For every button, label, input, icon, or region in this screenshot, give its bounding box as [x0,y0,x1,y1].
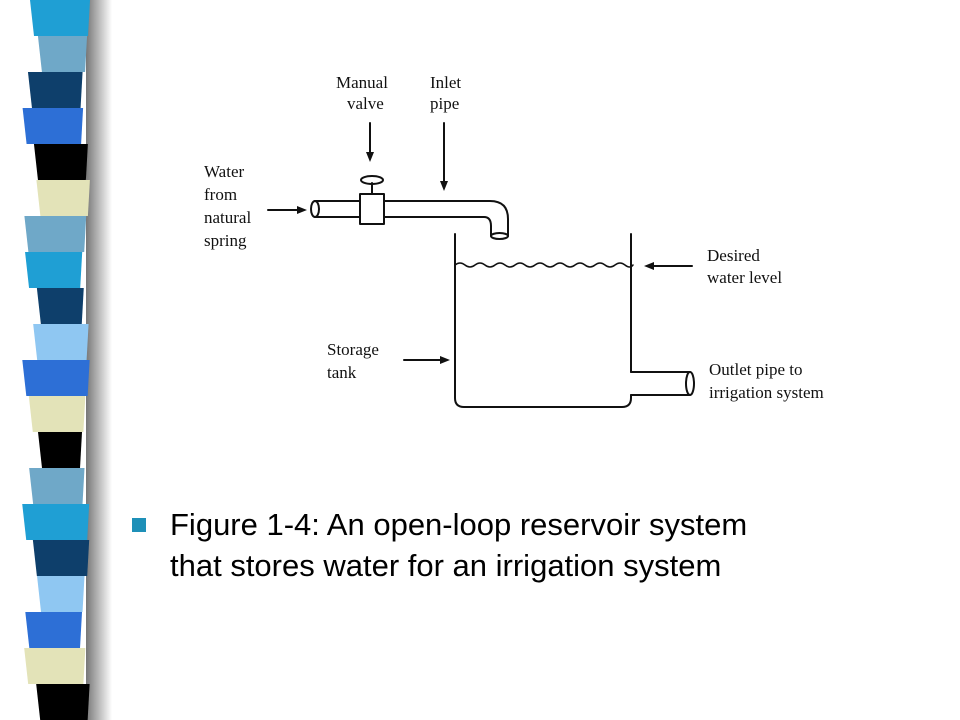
bullet-square-icon [132,518,146,532]
stripe-segment [36,684,90,720]
decorative-stripe-bar [22,0,112,720]
stripe-segment [25,612,83,648]
label-storage-tank: Storage tank [327,340,383,382]
outlet-pipe-end [685,371,695,396]
stripe-segment [36,180,90,216]
caption-line-2: that stores water for an irrigation syst… [170,548,722,583]
storage-tank [454,233,632,408]
stripe-segment [33,144,88,180]
stripe-segment [22,504,90,540]
figure-caption: Figure 1-4: An open-loop reservoir syste… [132,504,932,586]
valve-body [359,193,385,225]
inlet-pipe [314,200,509,237]
caption-line-1: Figure 1-4: An open-loop reservoir syste… [170,507,748,542]
label-inlet-pipe: Inlet pipe [430,73,465,113]
label-outlet-pipe: Outlet pipe to irrigation system [709,360,824,402]
stripe-segment [29,468,85,504]
stripe-segment [24,648,86,684]
label-water-source: Water from natural spring [204,162,255,250]
inlet-pipe-end [310,200,320,218]
stripe-segment [25,252,83,288]
stripe-segment [30,0,90,36]
valve-handwheel [360,175,384,185]
caption-text: Figure 1-4: An open-loop reservoir syste… [170,504,747,586]
stripe-segment [28,396,86,432]
stripe-segment [22,360,90,396]
water-surface [454,262,634,268]
stripe-segment [27,72,83,108]
outlet-pipe [630,371,691,396]
label-desired-water-level: Desired water level [707,246,782,287]
stripe-segment [33,324,89,360]
inlet-pipe-outlet [490,232,509,240]
stripe-segment [36,288,84,324]
stripe-segment [37,432,83,468]
stripe-segment [37,36,88,72]
label-manual-valve: Manual valve [336,73,392,113]
stripe-segment [24,216,87,252]
stripe-segment [32,540,90,576]
stripe-segment [37,576,85,612]
stripe-segment [22,108,84,144]
